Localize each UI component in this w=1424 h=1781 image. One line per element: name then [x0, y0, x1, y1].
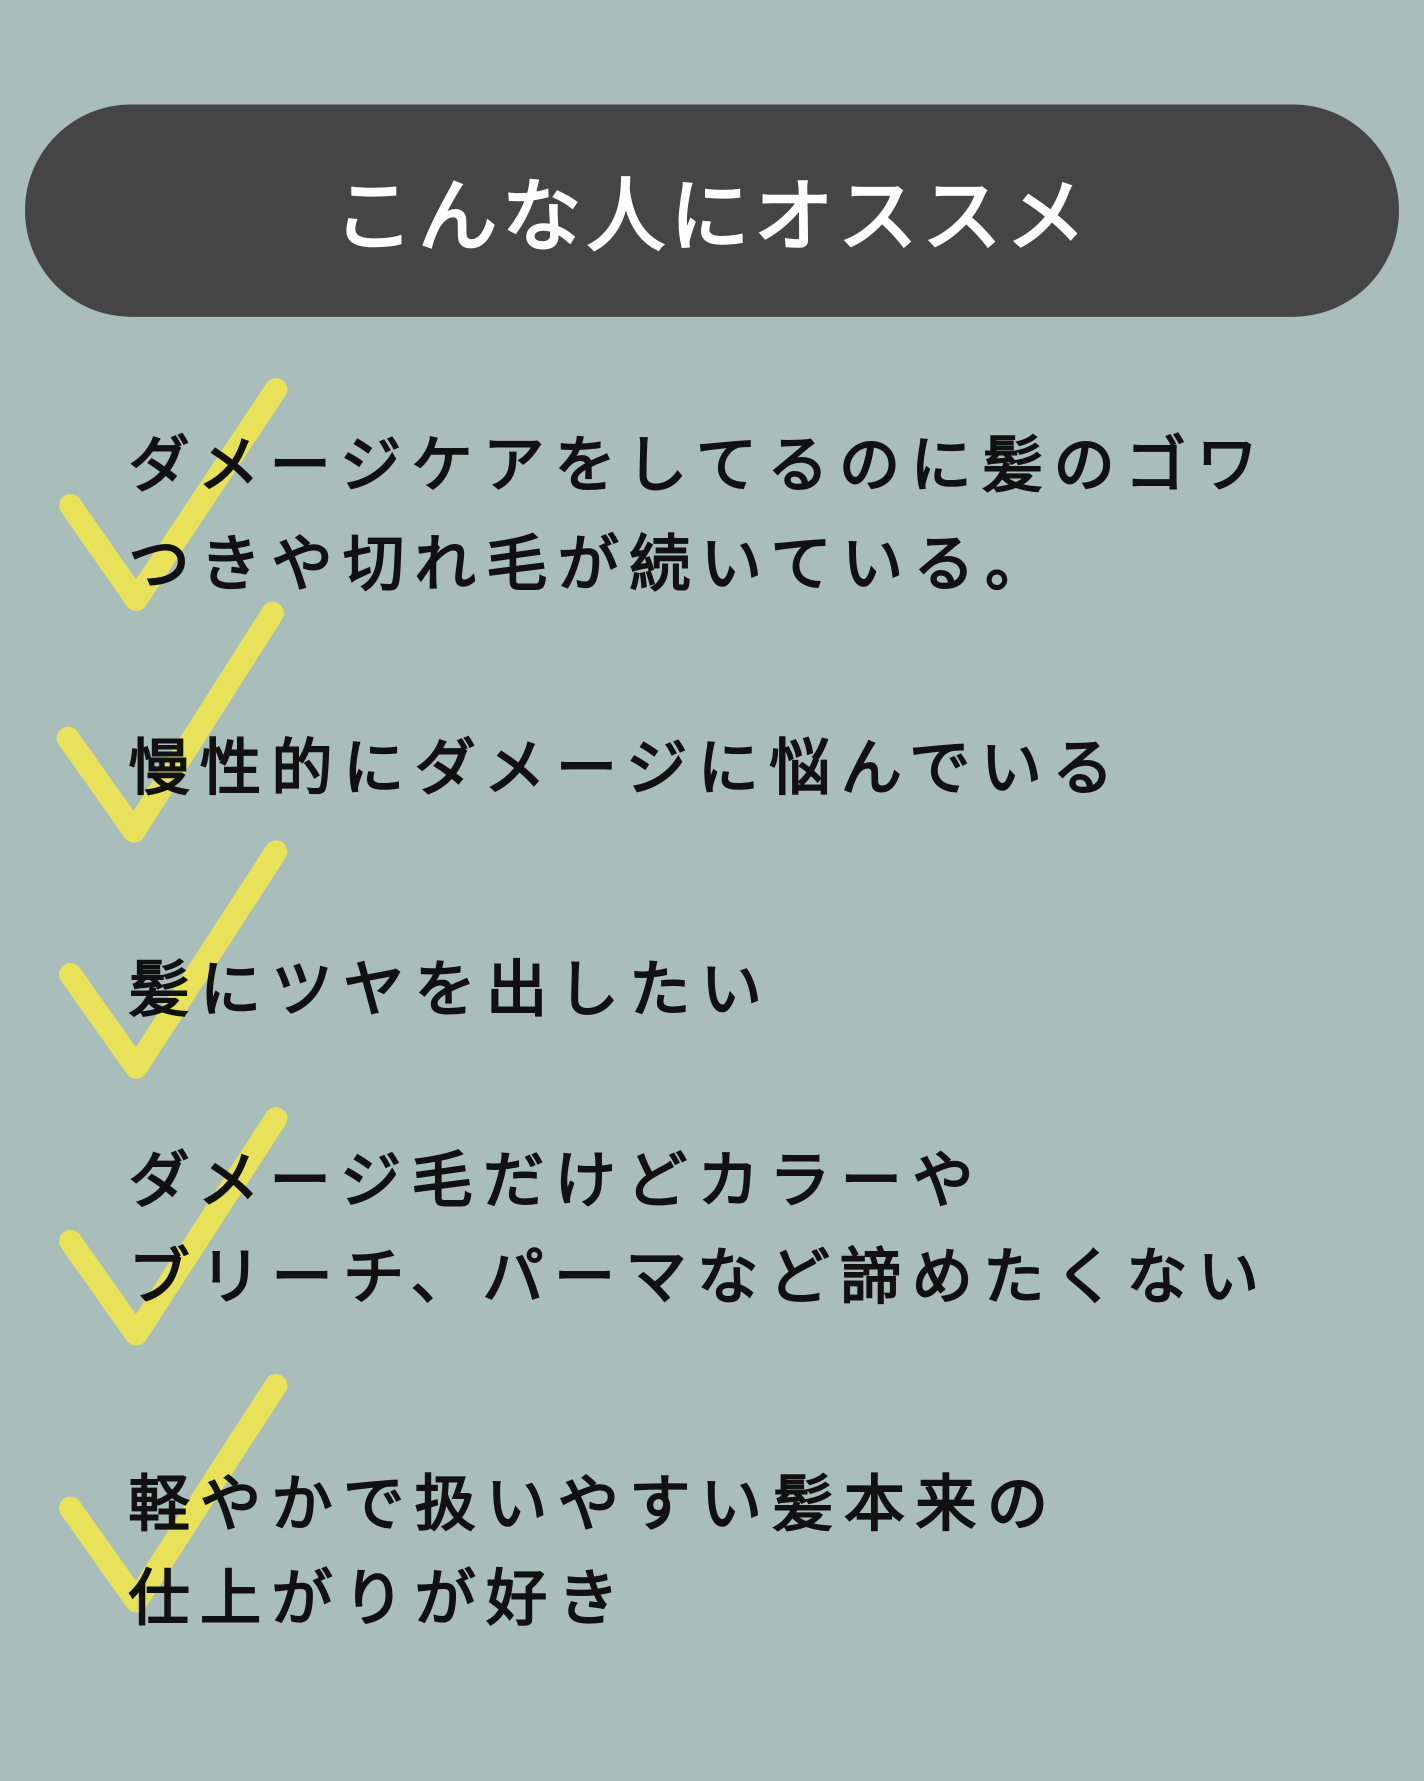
item-2-line-1: 慢性的にダメージに悩んでいる	[128, 732, 1124, 804]
checkmark-icon	[59, 1374, 288, 1613]
item-4-line-1: ダメージ毛だけどカラーや	[128, 1144, 984, 1217]
item-3-line-1: 髪にツヤを出したい	[128, 953, 773, 1026]
checkmark-icon	[56, 601, 284, 843]
checkmark-icon	[59, 840, 288, 1079]
item-5-line-2: 仕上がりが好き	[128, 1562, 630, 1635]
page-title: こんな人にオススメ	[333, 170, 1091, 264]
checkmark-icon	[59, 1107, 288, 1346]
checkmark-icon	[59, 378, 288, 611]
item-5-line-1: 軽やかで扱いやすい髪本来の	[128, 1468, 1059, 1540]
item-1-line-2: つきや切れ毛が続いている。	[128, 528, 1057, 600]
item-4-line-2: ブリーチ、パーマなど諦めたくない	[128, 1241, 1270, 1313]
title-banner: こんな人にオススメ	[24, 104, 1400, 317]
item-1-line-1: ダメージケアをしてるのに髪のゴワ	[128, 429, 1269, 501]
